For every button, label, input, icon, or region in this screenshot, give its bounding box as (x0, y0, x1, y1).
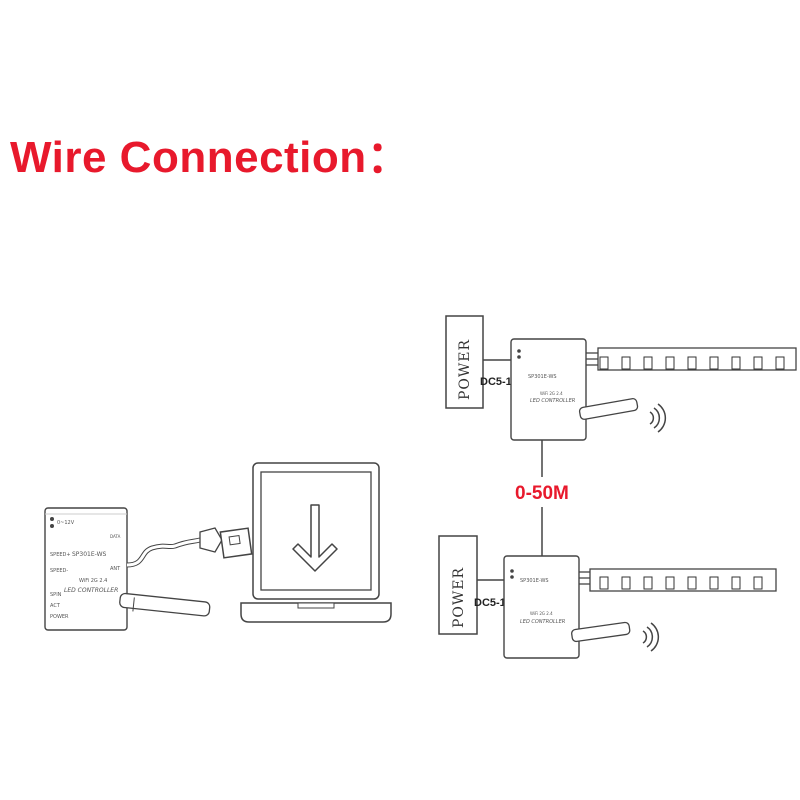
usb-cable-icon (126, 527, 253, 568)
bottom-power-supply: POWER (438, 535, 478, 635)
controller-act-label: ACT (50, 603, 61, 609)
top-controller-spec: WiFi 2G 2.4 (540, 391, 563, 396)
bottom-controller: SP301E-WS LED CONTROLLER WiFi 2G 2.4 (503, 555, 580, 659)
controller-data-label: DATA (110, 534, 121, 539)
top-wifi-signal-icon (649, 403, 667, 433)
controller-voltage-label: 0~12V (57, 520, 75, 526)
bottom-controller-name: LED CONTROLLER (520, 619, 565, 625)
top-led-strip-icon (586, 347, 797, 371)
antenna-icon (119, 592, 211, 617)
bottom-led-strip-icon (579, 568, 777, 592)
top-controller: SP301E-WS LED CONTROLLER WiFi 2G 2.4 (510, 338, 587, 441)
laptop-icon (240, 462, 392, 623)
top-controller-name: LED CONTROLLER (530, 398, 575, 404)
controller-model-label: SP301E-WS (72, 551, 107, 558)
bottom-unit: POWER DC5-12V SP301E-WS LED CONTROLLER W… (438, 535, 777, 659)
controller-ant-label: ANT (110, 566, 121, 572)
distance-label: 0-50M (515, 483, 569, 504)
left-controller: 0~12V SPEED+ SPEED- SPIN ACT POWER SP301… (44, 507, 211, 631)
top-unit: POWER DC5-12V SP301E-WS LED CONTROLLER W… (445, 315, 797, 441)
top-antenna-icon (578, 398, 639, 420)
controller-speed-minus-label: SPEED- (50, 568, 68, 574)
top-power-label: POWER (457, 339, 473, 400)
bottom-controller-model: SP301E-WS (520, 578, 549, 584)
bottom-wifi-signal-icon (642, 622, 660, 652)
controller-speed-plus-label: SPEED+ (50, 552, 71, 558)
controller-spin-label: SPIN (50, 592, 62, 598)
bottom-antenna-icon (571, 621, 631, 643)
controller-name-label: LED CONTROLLER (64, 587, 118, 594)
controller-power-label: POWER (50, 614, 69, 620)
controller-spec-label: WiFi 2G 2.4 (79, 578, 107, 584)
bottom-controller-spec: WiFi 2G 2.4 (530, 611, 553, 616)
top-power-supply: POWER (445, 315, 484, 409)
top-controller-model: SP301E-WS (528, 374, 557, 380)
bottom-power-label: POWER (451, 567, 467, 628)
page-title: Wire Connection： (10, 133, 412, 182)
download-arrow-icon (292, 504, 338, 572)
